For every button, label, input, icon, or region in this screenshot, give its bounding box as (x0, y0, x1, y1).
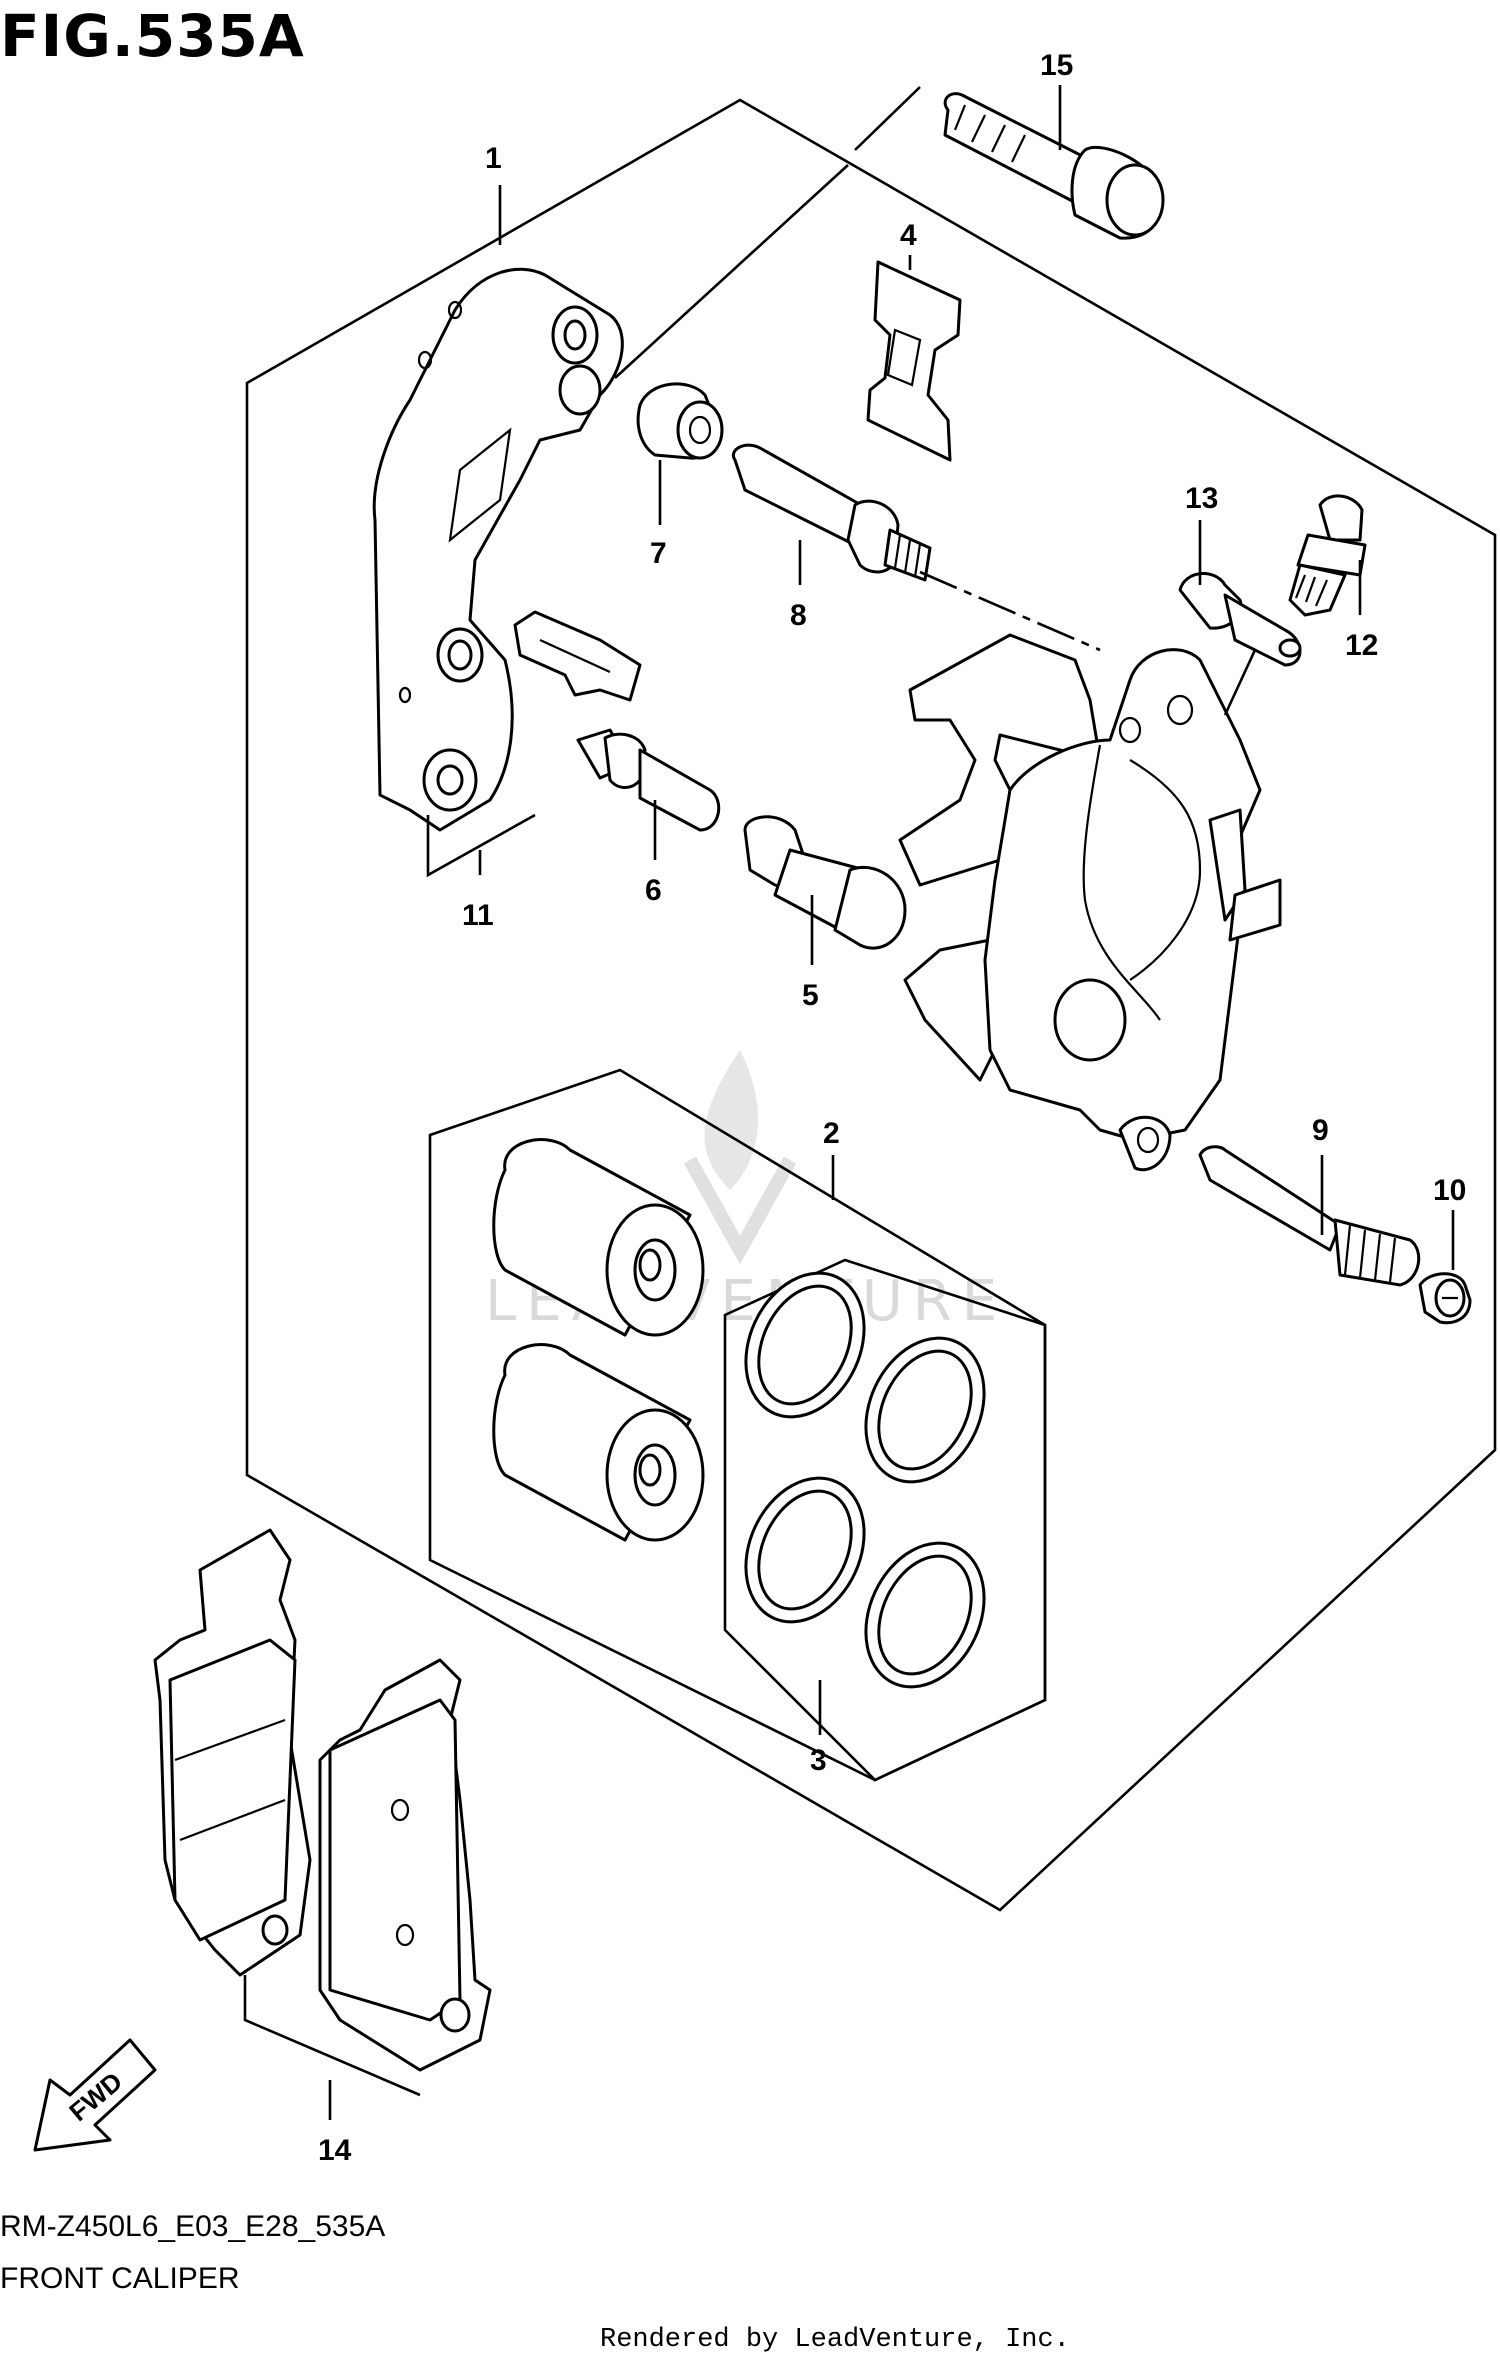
plug-10 (1418, 1272, 1472, 1325)
rendered-by: Rendered by LeadVenture, Inc. (600, 2325, 1070, 2355)
callout-13: 13 (1185, 482, 1218, 515)
callout-4: 4 (900, 219, 917, 252)
caliper-bracket (372, 267, 624, 832)
piston-upper (492, 1138, 705, 1337)
callout-3: 3 (810, 1744, 827, 1777)
brake-pad-inner (318, 1658, 492, 2072)
callout-2: 2 (823, 1117, 840, 1150)
callout-9: 9 (1312, 1114, 1329, 1147)
callout-11: 11 (462, 899, 494, 932)
piston-lower (492, 1343, 705, 1542)
callout-14: 14 (318, 2134, 352, 2167)
pad-spring-clip (513, 610, 642, 702)
caliper-body (898, 633, 1282, 1172)
callout-5: 5 (802, 979, 819, 1012)
boot-7 (636, 382, 724, 460)
seal-kit-frame (723, 1258, 1047, 1782)
callout-12: 12 (1345, 629, 1378, 662)
callout-8: 8 (790, 599, 807, 632)
brake-pad-outer (153, 1528, 312, 1977)
piston-seals (744, 1271, 986, 1689)
figure-title: FIG.535A (0, 2, 305, 70)
forward-arrow-icon: FWD (33, 2038, 157, 2152)
callout-1: 1 (485, 142, 502, 175)
caliper-assembly-frame (245, 98, 1497, 1912)
callout-7: 7 (650, 537, 667, 570)
bleeder-cap-13 (1178, 572, 1302, 667)
sleeve-bolt-5 (743, 815, 907, 950)
diagram-code: RM-Z450L6_E03_E28_535A (0, 2210, 386, 2243)
pad-pin-9 (1198, 1145, 1421, 1287)
leader-lines (243, 85, 1455, 2120)
callout-10: 10 (1433, 1174, 1466, 1207)
callout-labels: 1 2 3 4 5 6 7 8 9 10 11 12 13 14 15 (318, 49, 1466, 2167)
callout-15: 15 (1040, 49, 1073, 82)
callout-6: 6 (645, 874, 662, 907)
bleeder-valve-12 (1288, 494, 1367, 617)
section-name: FRONT CALIPER (0, 2262, 240, 2295)
pad-retainer-plate-4 (866, 260, 962, 462)
slide-pin-6 (576, 728, 721, 832)
mounting-bolt-15 (943, 92, 1165, 240)
slide-pin-8 (731, 443, 932, 582)
